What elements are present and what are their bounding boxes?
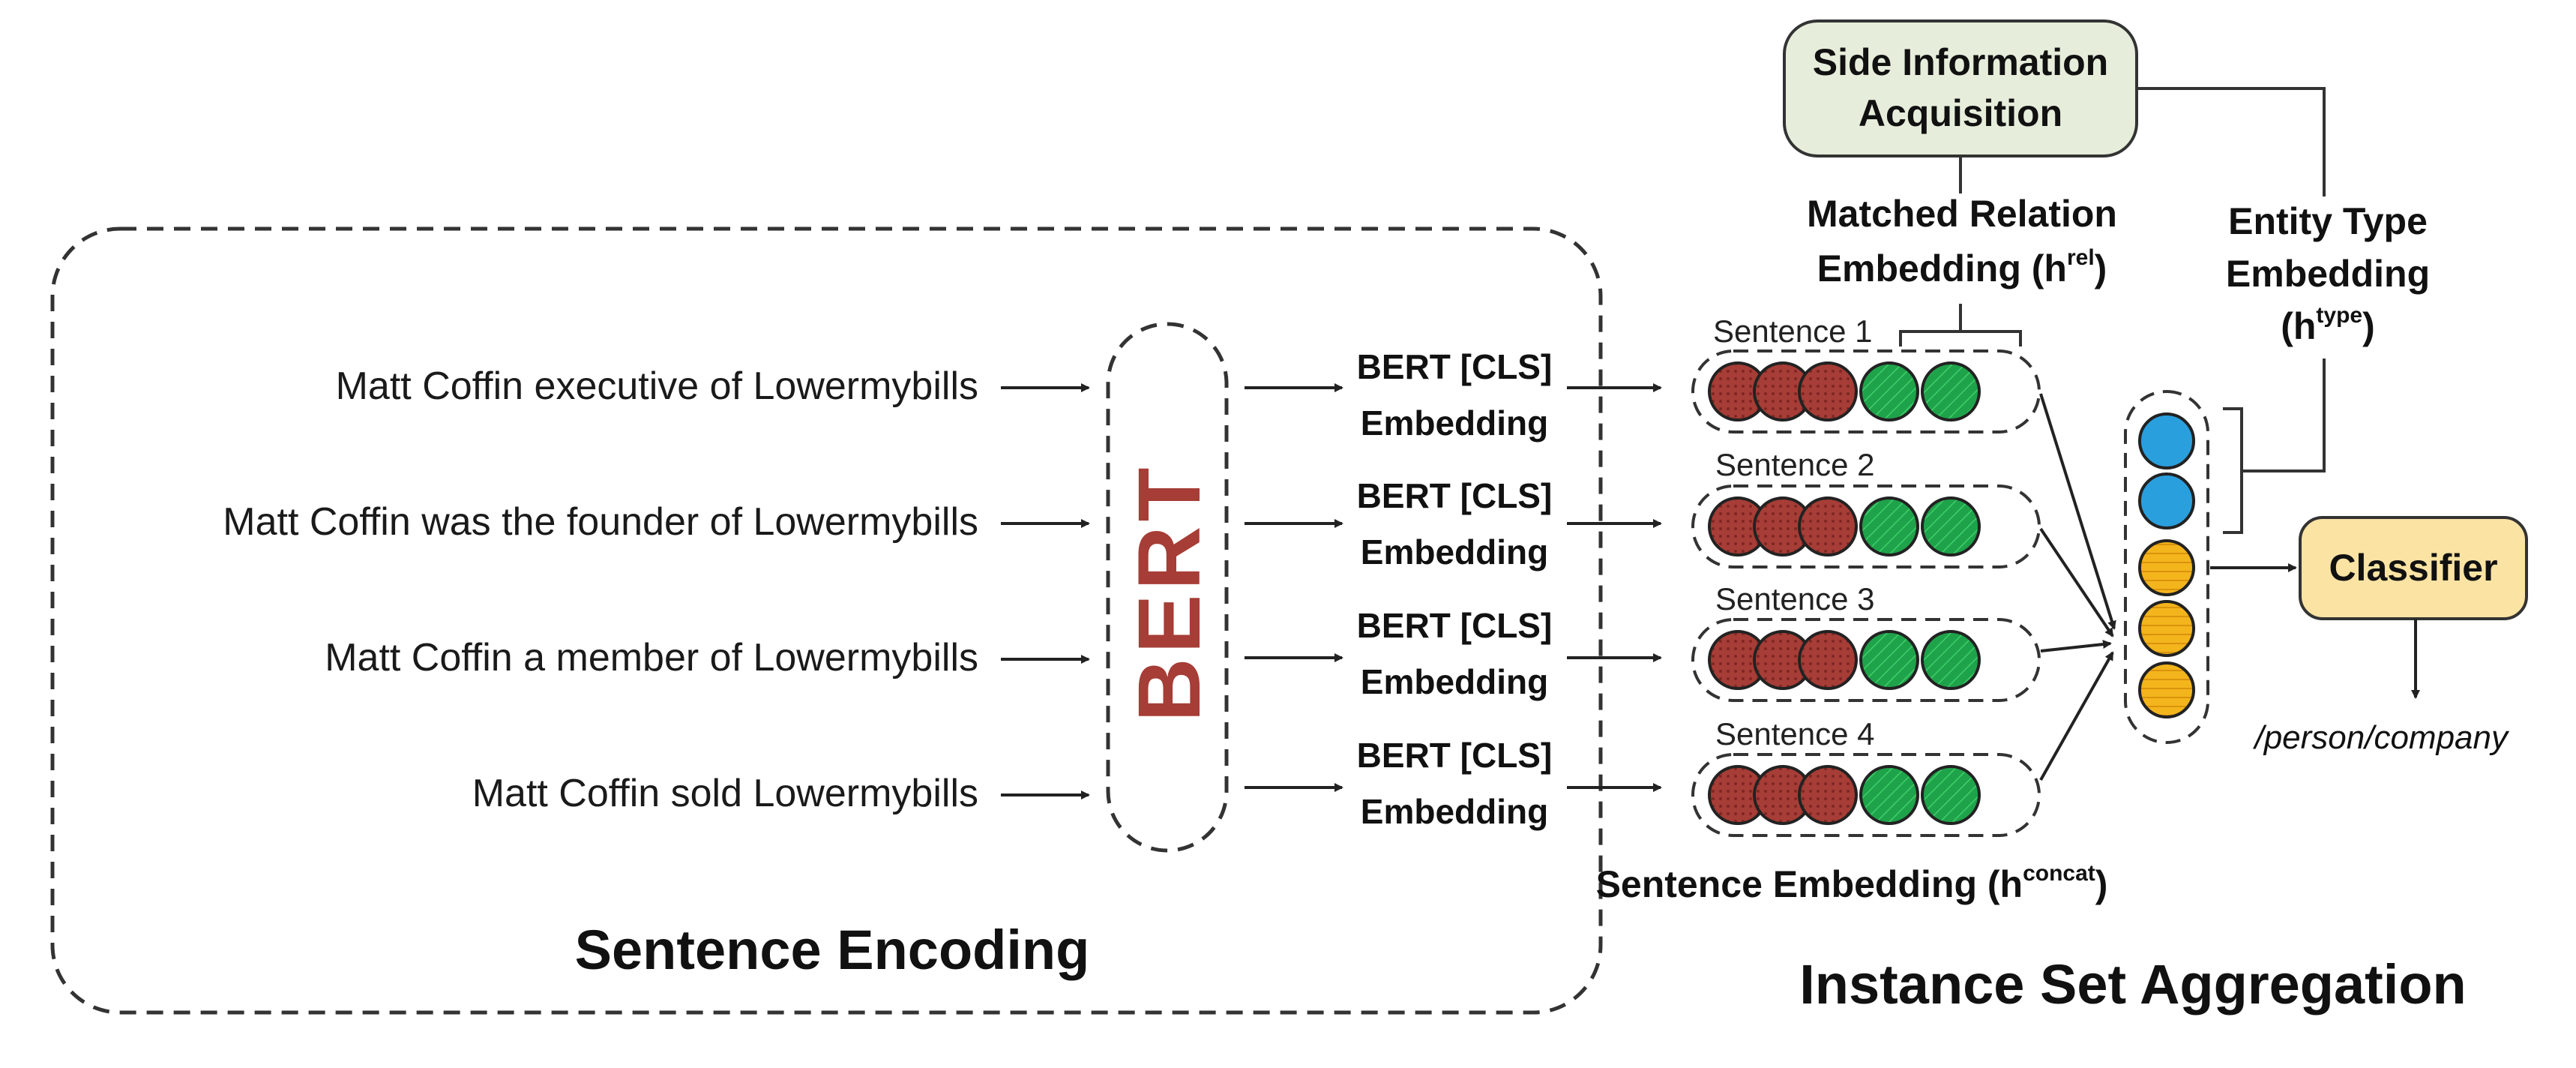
cls-embedding-1-line1: BERT [CLS]	[1357, 347, 1553, 386]
entity-type-connector	[2242, 358, 2326, 472]
concat-node-3	[2138, 539, 2195, 596]
entity-type-node-2	[2138, 472, 2195, 530]
input-sentence-4: Matt Coffin sold Lowermybills	[472, 772, 978, 815]
input-sentence-3: Matt Coffin a member of Lowermybills	[325, 636, 978, 680]
sentence-node-s2-4	[1859, 496, 1919, 556]
side-information-line2: Acquisition	[1859, 92, 2062, 134]
concat-node-5	[2138, 662, 2195, 718]
sentence-node-s2-5	[1921, 496, 1981, 556]
cls-embedding-2-line1: BERT [CLS]	[1357, 476, 1553, 515]
bert-label: BERT	[1120, 463, 1219, 722]
sentence-node-s1-5	[1921, 362, 1981, 422]
classifier-box	[2299, 516, 2528, 620]
sentence-encoding-region	[50, 226, 1603, 1015]
relation-node-s2-3	[1798, 496, 1858, 556]
sentence-node-s4-5	[1921, 765, 1981, 825]
input-arrows	[1001, 383, 1090, 800]
side-information-line1: Side Information	[1813, 41, 2108, 83]
matched-relation-line2: Embedding (hrel)	[1817, 245, 2107, 290]
bert-output-arrows	[1245, 383, 1343, 792]
classifier-label: Classifier	[2329, 547, 2497, 589]
cls-embedding-3-line1: BERT [CLS]	[1357, 606, 1553, 645]
entity-type-node-1	[2138, 412, 2195, 470]
sentence-embedding-group-1	[1691, 350, 2041, 434]
instance-set-aggregation-title: Instance Set Aggregation	[1799, 953, 2467, 1016]
entity-type-line3: (htype)	[2281, 303, 2375, 347]
entity-type-line2: Embedding	[2226, 253, 2430, 295]
relation-brace	[1899, 330, 2022, 346]
entity-type-brace	[2223, 407, 2243, 534]
relation-node-s4-3	[1798, 765, 1858, 825]
sentence-encoding-title: Sentence Encoding	[575, 919, 1090, 981]
sentence-embedding-label: Sentence Embedding (hconcat)	[1596, 861, 2108, 905]
cls-embedding-2-line2: Embedding	[1361, 532, 1548, 572]
relation-node-s1-3	[1798, 362, 1858, 422]
cls-embedding-4-line1: BERT [CLS]	[1357, 736, 1553, 775]
sentence-embedding-group-2	[1691, 484, 2041, 568]
sentence-label-2: Sentence 2	[1715, 447, 1875, 482]
bert-encoder	[1106, 322, 1229, 853]
output-label: /person/company	[2252, 719, 2510, 756]
cls-embedding-3-line2: Embedding	[1361, 662, 1548, 701]
relation-node-s3-3	[1798, 630, 1858, 690]
sentence-label-4: Sentence 4	[1715, 716, 1875, 752]
cls-embedding-1-line2: Embedding	[1361, 404, 1548, 442]
side-info-right-connector	[2137, 87, 2326, 196]
sentence-embedding-groups	[1691, 350, 2041, 837]
cls-output-arrows	[1567, 383, 1662, 792]
concat-node-4	[2138, 600, 2195, 657]
sentence-label-1: Sentence 1	[1713, 314, 1873, 349]
aggregation-arrows	[2039, 393, 2116, 781]
sentence-embedding-group-3	[1691, 618, 2041, 702]
sentence-node-s4-4	[1859, 765, 1919, 825]
sentence-node-s3-4	[1859, 630, 1919, 690]
aggregated-embedding-column	[2124, 390, 2209, 744]
sentence-label-3: Sentence 3	[1715, 581, 1875, 616]
cls-embedding-4-line2: Embedding	[1361, 792, 1548, 831]
sentence-node-s3-5	[1921, 630, 1981, 690]
entity-type-line1: Entity Type	[2228, 200, 2428, 242]
sentence-embedding-group-4	[1691, 753, 2041, 837]
aggregated-nodes	[2138, 412, 2195, 718]
input-sentence-2: Matt Coffin was the founder of Lowermybi…	[223, 500, 978, 544]
matched-relation-line1: Matched Relation	[1807, 193, 2117, 235]
sentence-node-s1-4	[1859, 362, 1919, 422]
input-sentence-1: Matt Coffin executive of Lowermybills	[336, 364, 978, 408]
cls-embedding-labels: BERT [CLS] Embedding BERT [CLS] Embeddin…	[1357, 347, 1553, 831]
